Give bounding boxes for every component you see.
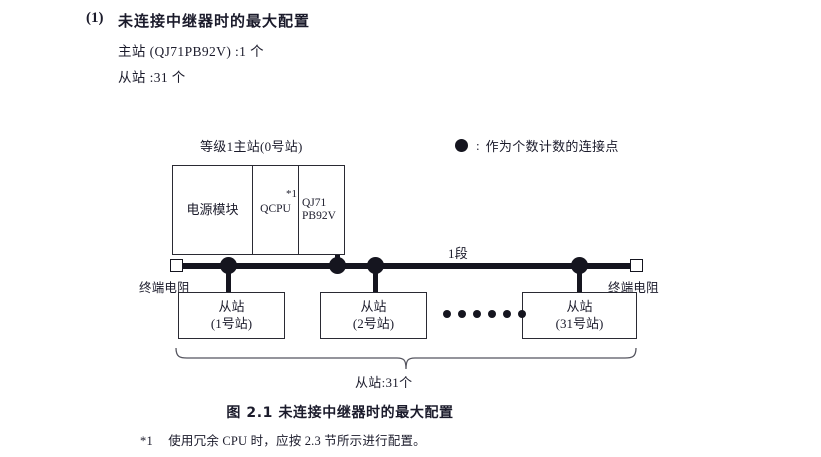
footnote-mark: *1 — [140, 434, 153, 448]
legend-colon: : — [476, 137, 480, 153]
ellipsis-dot — [473, 310, 481, 318]
ellipsis-dot — [503, 310, 511, 318]
rack-cell-qcpu-label: QCPU — [260, 203, 291, 216]
slave-station-title: 从站 — [360, 299, 387, 315]
heading-number: (1) — [86, 10, 104, 26]
ellipsis-dot — [518, 310, 526, 318]
qcpu-footnote-mark: *1 — [286, 188, 297, 200]
terminator-resistor-right-icon — [630, 259, 643, 272]
slave-station-title: 从站 — [566, 299, 593, 315]
rack-cell-power-module: 电源模块 — [173, 166, 253, 254]
terminator-resistor-right-label: 终端电阻 — [608, 281, 659, 295]
drop-lead-slave-2 — [373, 265, 378, 293]
rack-cell-qj71pb92v: QJ71 PB92V — [299, 166, 344, 254]
master-station-rack: 电源模块 QCPU *1 QJ71 PB92V — [172, 165, 345, 255]
slave-station-box: 从站 (31号站) — [522, 292, 637, 339]
slave-station-box: 从站 (1号站) — [178, 292, 285, 339]
slave-station-number: (2号站) — [352, 315, 395, 331]
terminator-resistor-left-icon — [170, 259, 183, 272]
legend-label: 作为个数计数的连接点 — [485, 139, 619, 154]
footnote-text: 使用冗余 CPU 时，应按 2.3 节所示进行配置。 — [168, 434, 426, 448]
rack-cell-power-module-label: 电源模块 — [186, 201, 239, 217]
terminator-resistor-left-label: 终端电阻 — [139, 281, 190, 295]
slave-total-label: 从站:31个 — [355, 375, 413, 390]
ellipsis-dots — [443, 310, 526, 318]
spec-master-count: 主站 (QJ71PB92V) :1 个 — [118, 44, 264, 59]
drop-lead-slave-31 — [577, 265, 582, 293]
rack-cell-qcpu: QCPU *1 — [253, 166, 299, 254]
connection-point-dot — [329, 257, 346, 274]
rack-cell-qj71pb92v-line1: QJ71 — [302, 196, 327, 209]
segment-label: 1段 — [448, 246, 469, 261]
slave-station-box: 从站 (2号站) — [320, 292, 427, 339]
ellipsis-dot — [488, 310, 496, 318]
footnote: *1 使用冗余 CPU 时，应按 2.3 节所示进行配置。 — [140, 430, 426, 449]
slave-range-brace — [175, 348, 637, 370]
trunk-bus-line — [179, 263, 636, 269]
master-station-label: 等级1主站(0号站) — [200, 139, 303, 154]
page-title: 未连接中继器时的最大配置 — [118, 12, 311, 30]
rack-cell-qj71pb92v-line2: PB92V — [302, 210, 336, 222]
ellipsis-dot — [443, 310, 451, 318]
drop-lead-slave-1 — [226, 265, 231, 293]
slave-station-number: (1号站) — [210, 315, 253, 331]
legend: : 作为个数计数的连接点 — [455, 136, 619, 155]
spec-slave-count: 从站 :31 个 — [118, 70, 186, 85]
filled-circle-icon — [455, 139, 468, 152]
ellipsis-dot — [458, 310, 466, 318]
slave-station-title: 从站 — [218, 299, 245, 315]
slave-station-number: (31号站) — [555, 315, 604, 331]
figure-caption: 图 2.1 未连接中继器时的最大配置 — [226, 405, 454, 421]
